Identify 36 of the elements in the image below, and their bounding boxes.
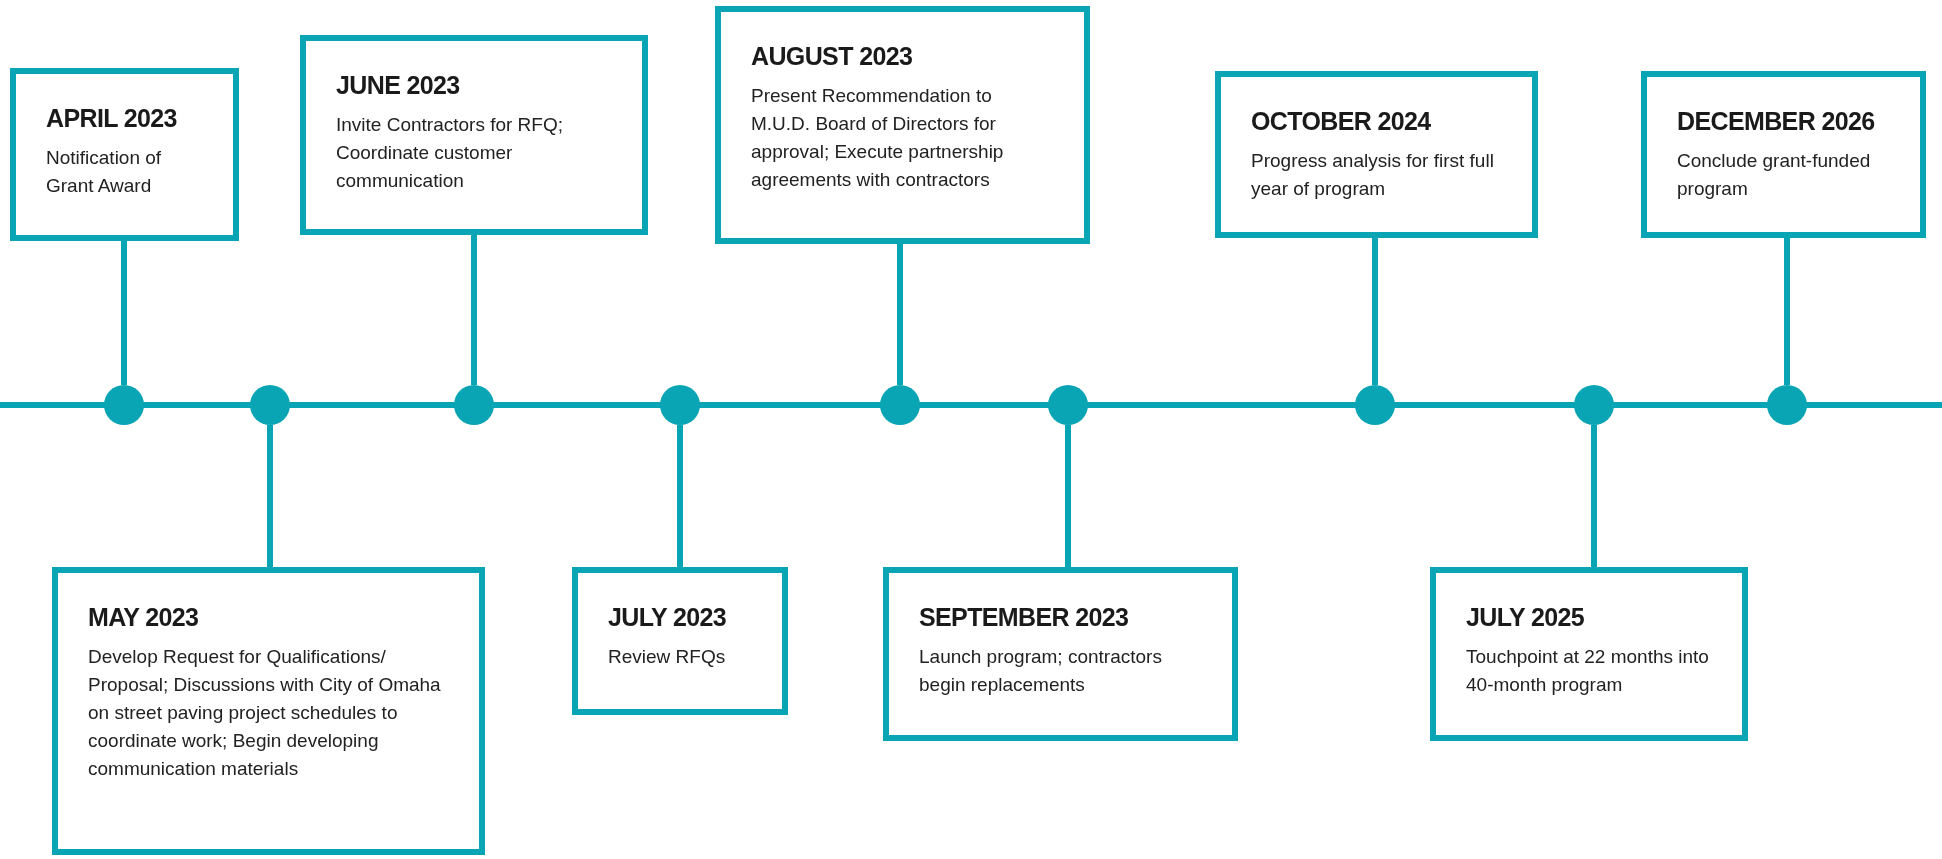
milestone-description: Review RFQs <box>608 645 727 669</box>
milestone-box <box>883 567 1238 741</box>
connector-line <box>897 244 903 385</box>
connector-line <box>121 241 127 385</box>
milestone-box <box>300 35 648 235</box>
milestone-box <box>1215 71 1538 238</box>
milestone-description: Develop Request for Qualifications/ Proposal; Discussions with City of Omaha on street paving project schedules to coordinate work; Begin developing communication materials <box>88 645 442 781</box>
milestone-date: DECEMBER 2026 <box>1677 107 1876 135</box>
milestone-date: MAY 2023 <box>88 603 200 631</box>
connector-line <box>677 425 683 567</box>
milestone-description: Invite Contractors for RFQ; Coordinate customer communication <box>336 113 564 193</box>
milestone-description: Notification of Grant Award <box>46 146 163 198</box>
connector-line <box>267 425 273 567</box>
milestone-box <box>1641 71 1926 238</box>
milestone-description: Progress analysis for first full year of program <box>1251 149 1495 201</box>
connector-line <box>1784 238 1790 385</box>
connector-line <box>471 235 477 385</box>
connector-line <box>1372 238 1378 385</box>
milestone-date: AUGUST 2023 <box>751 42 914 70</box>
milestone-box <box>52 567 485 855</box>
milestone-description: Launch program; contractors begin replacements <box>919 645 1163 697</box>
milestone-date: OCTOBER 2024 <box>1251 107 1432 135</box>
milestone-date: JUNE 2023 <box>336 71 461 99</box>
connector-line <box>1591 425 1597 567</box>
milestone-box <box>1430 567 1748 741</box>
milestone-box <box>10 68 239 241</box>
milestone-description: Present Recommendation to M.U.D. Board of Directors for approval; Execute partnership agreements with contractors <box>751 84 1005 192</box>
milestone-box <box>572 567 788 715</box>
milestone-date: SEPTEMBER 2023 <box>919 603 1130 631</box>
milestone-description: Touchpoint at 22 months into 40-month program <box>1466 645 1710 697</box>
milestone-date: JULY 2025 <box>1466 603 1586 631</box>
milestone-description: Conclude grant-funded program <box>1677 149 1872 201</box>
connector-line <box>1065 425 1071 567</box>
milestone-date: APRIL 2023 <box>46 104 178 132</box>
milestone-date: JULY 2023 <box>608 603 728 631</box>
milestone-box <box>715 6 1090 244</box>
